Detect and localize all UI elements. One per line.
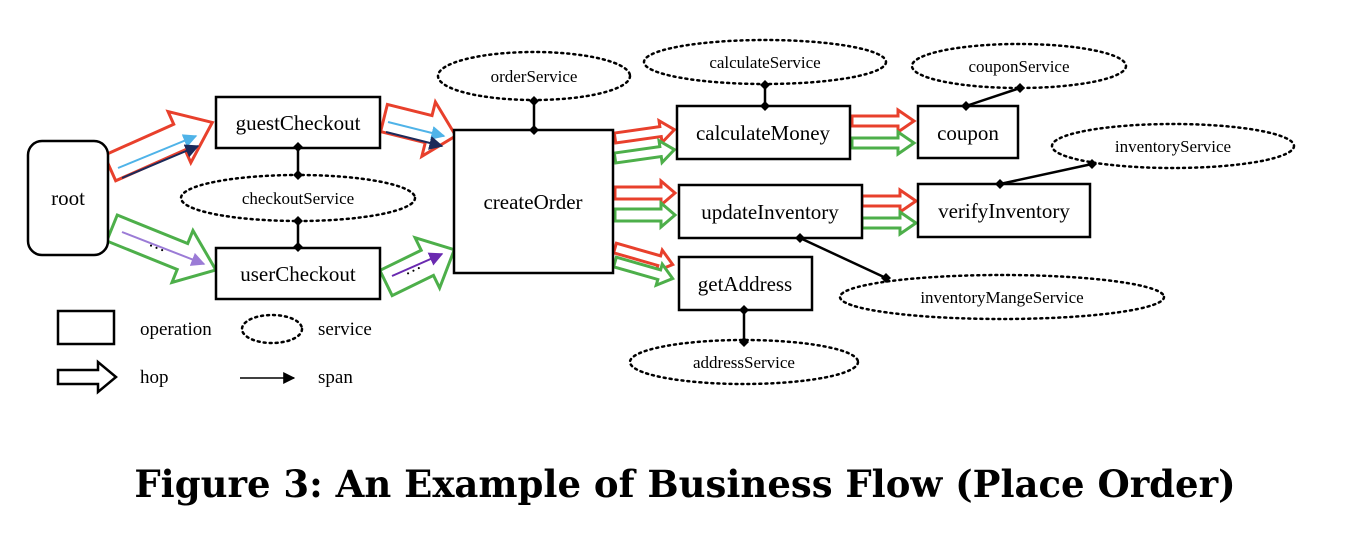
legend-operation: operation bbox=[56, 309, 212, 346]
operation-coupon: coupon bbox=[916, 104, 1020, 160]
hop-root-to-usercheckout: ··· bbox=[104, 213, 219, 285]
span-inventorymange-line bbox=[799, 236, 887, 280]
legend-service: service bbox=[240, 313, 372, 345]
svg-text:inventoryMangeService: inventoryMangeService bbox=[920, 288, 1083, 307]
hop-updateinventory-to-verifyinventory bbox=[860, 187, 919, 237]
svg-text:hop: hop bbox=[140, 367, 169, 388]
hop-guestcheckout-to-createorder bbox=[378, 98, 458, 160]
service-inventorymangeservice: inventoryMangeService bbox=[838, 273, 1166, 321]
svg-text:calculateMoney: calculateMoney bbox=[696, 121, 831, 145]
svg-text:orderService: orderService bbox=[491, 67, 578, 86]
span-endpoints bbox=[293, 80, 1097, 347]
figure-caption: Figure 3: An Example of Business Flow (P… bbox=[134, 462, 1236, 506]
legend-hop: hop bbox=[56, 359, 169, 395]
svg-text:root: root bbox=[51, 186, 85, 210]
span-arrow-navy bbox=[385, 131, 444, 150]
svg-text:verifyInventory: verifyInventory bbox=[938, 199, 1070, 223]
span-inventory-line bbox=[999, 162, 1093, 186]
legend: operation service hop span bbox=[56, 309, 372, 395]
hop-usercheckout-to-createorder: ··· bbox=[377, 235, 457, 298]
svg-text:addressService: addressService bbox=[693, 353, 795, 372]
svg-text:inventoryService: inventoryService bbox=[1115, 137, 1231, 156]
service-checkoutservice: checkoutService bbox=[179, 173, 417, 223]
svg-text:getAddress: getAddress bbox=[698, 272, 792, 296]
service-orderservice: orderService bbox=[436, 50, 632, 102]
hop-calculatemoney-to-coupon bbox=[850, 107, 917, 157]
svg-text:guestCheckout: guestCheckout bbox=[236, 111, 361, 135]
hop-createorder-to-getaddress bbox=[611, 241, 676, 288]
operation-calculatemoney: calculateMoney bbox=[675, 104, 852, 161]
service-inventoryservice: inventoryService bbox=[1050, 122, 1296, 170]
service-addressservice: addressService bbox=[628, 338, 860, 386]
svg-text:span: span bbox=[318, 367, 353, 388]
span-arrow-purple bbox=[121, 231, 206, 266]
svg-text:checkoutService: checkoutService bbox=[242, 189, 354, 208]
operation-verifyinventory: verifyInventory bbox=[916, 182, 1092, 239]
span-connectors bbox=[296, 84, 1093, 342]
span-arrow-blue bbox=[117, 134, 198, 169]
svg-text:service: service bbox=[318, 319, 372, 340]
svg-text:coupon: coupon bbox=[937, 121, 999, 145]
svg-text:operation: operation bbox=[140, 319, 212, 340]
operation-root: root bbox=[26, 139, 110, 257]
operation-updateinventory: updateInventory bbox=[677, 183, 864, 240]
span-arrow-blue bbox=[387, 121, 446, 140]
hop-createorder-to-updateinventory bbox=[613, 177, 678, 231]
svg-text:userCheckout: userCheckout bbox=[240, 262, 356, 286]
legend-span: span bbox=[240, 367, 353, 388]
svg-text:createOrder: createOrder bbox=[483, 190, 582, 214]
operation-createorder: createOrder bbox=[452, 128, 615, 275]
hop-root-to-guestcheckout bbox=[102, 109, 215, 183]
svg-text:updateInventory: updateInventory bbox=[701, 200, 839, 224]
hop-createorder-to-calculatemoney bbox=[612, 117, 677, 166]
span-arrow-navy bbox=[121, 144, 200, 179]
span-arrow-violet bbox=[391, 252, 444, 277]
operation-getaddress: getAddress bbox=[677, 255, 814, 312]
span-coupon-line bbox=[965, 86, 1021, 108]
operation-guestcheckout: guestCheckout bbox=[214, 95, 382, 150]
svg-text:couponService: couponService bbox=[968, 57, 1069, 76]
svg-text:calculateService: calculateService bbox=[709, 53, 820, 72]
service-calculateservice: calculateService bbox=[642, 38, 888, 86]
operation-usercheckout: userCheckout bbox=[214, 246, 382, 301]
service-couponservice: couponService bbox=[910, 42, 1128, 90]
